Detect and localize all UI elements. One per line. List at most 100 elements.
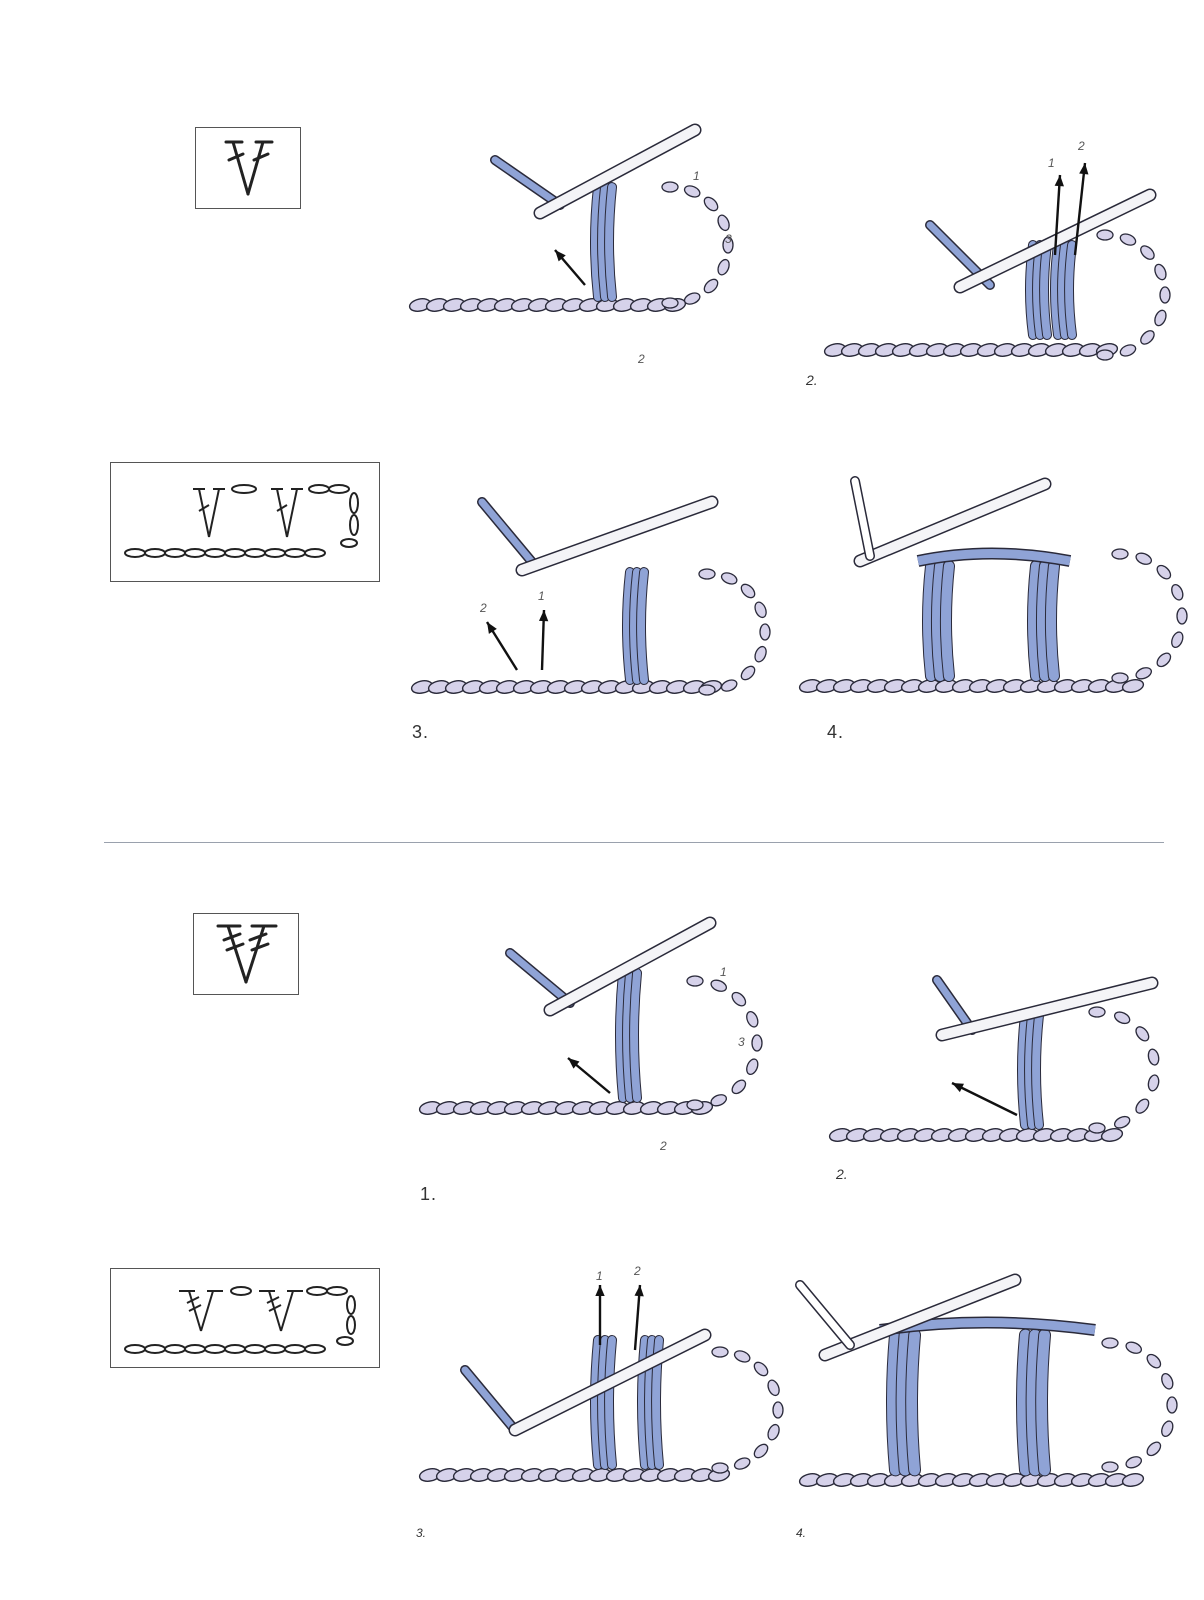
step-label: 3. <box>416 1526 427 1540</box>
chart-chain-mark <box>284 548 306 558</box>
working-yarn <box>490 155 565 210</box>
direction-arrow-icon <box>1053 174 1064 256</box>
chart-chain-mark <box>164 548 186 558</box>
illustration-step-4 <box>798 476 1188 706</box>
stitch-post <box>1016 1328 1051 1477</box>
stitch-post <box>590 182 617 302</box>
chain-base <box>410 680 723 694</box>
chart-chain-mark <box>264 1344 286 1354</box>
stitch-post <box>1017 1010 1044 1130</box>
crochet-hook <box>533 123 702 220</box>
stitch-post <box>922 559 955 683</box>
crochet-step-illustration <box>798 476 1188 693</box>
step-marker: 1 <box>538 589 545 603</box>
crochet-step-illustration <box>795 1273 1178 1487</box>
chain-base <box>823 343 1119 357</box>
crochet-step-illustration: 1 2 3 <box>418 916 763 1153</box>
crochet-hook <box>508 1328 712 1437</box>
working-yarn <box>932 975 977 1035</box>
step-marker: 3 <box>738 1035 745 1049</box>
turning-chain <box>686 975 763 1111</box>
direction-arrow-icon <box>485 621 519 671</box>
crochet-hook <box>543 916 717 1017</box>
chart-chain-mark <box>304 548 326 558</box>
section-divider <box>104 842 1164 843</box>
step-marker: 3 <box>725 232 732 246</box>
crochet-step-illustration: 12 <box>823 139 1171 361</box>
illustration-step-1: 1 2 3 <box>418 916 763 1158</box>
crochet-hook <box>935 976 1159 1042</box>
stitch-symbol-box <box>195 127 301 209</box>
pattern-row-chart-icon <box>124 484 359 558</box>
pattern-chart-box <box>110 462 380 582</box>
stitch-post <box>886 1328 921 1477</box>
crochet-hook <box>818 1273 1022 1362</box>
chart-chain-mark <box>244 548 266 558</box>
working-yarn <box>796 1281 854 1349</box>
stitch-symbol-box <box>193 913 299 995</box>
step-label: 3. <box>412 722 430 742</box>
step-marker: 1 <box>1048 156 1055 170</box>
chart-chain-mark <box>224 548 246 558</box>
stitch-post <box>615 968 642 1103</box>
chart-chain-mark <box>164 1344 186 1354</box>
direction-arrow-icon <box>951 1081 1018 1117</box>
treble-v-stitch-symbol-icon <box>216 924 278 984</box>
turning-chain <box>661 181 734 309</box>
chart-chain-mark <box>144 1344 166 1354</box>
chart-chain-mark <box>244 1344 266 1354</box>
illustration-step-4 <box>795 1273 1178 1497</box>
chart-chain-mark <box>224 1344 246 1354</box>
crochet-step-illustration <box>828 975 1160 1142</box>
step-marker: 2 <box>659 1139 667 1153</box>
chart-chain-mark <box>284 1344 306 1354</box>
step-marker: 2 <box>1077 139 1085 153</box>
chart-chain-mark <box>124 548 146 558</box>
step-marker: 1 <box>596 1269 603 1283</box>
step-marker: 2 <box>479 601 487 615</box>
turning-chain <box>698 568 771 696</box>
v-stitch-symbol-icon <box>224 140 274 196</box>
step-marker: 2 <box>637 352 645 366</box>
direction-arrow-icon <box>538 609 549 671</box>
step-label: 2. <box>836 1166 848 1182</box>
chart-chain-mark <box>204 548 226 558</box>
step-label: 1. <box>420 1184 438 1204</box>
stitch-post <box>590 1335 617 1470</box>
turning-chain <box>1096 229 1171 361</box>
chart-chain-mark <box>144 548 166 558</box>
chain-base <box>408 298 687 312</box>
turning-chain <box>711 1346 784 1474</box>
crochet-hook <box>515 495 719 577</box>
stitch-top <box>917 549 1071 566</box>
chart-chain-mark <box>184 548 206 558</box>
turning-chain <box>1101 1337 1178 1473</box>
chart-chain-mark <box>204 1344 226 1354</box>
chain-base <box>418 1468 731 1482</box>
direction-arrow-icon <box>1073 162 1089 256</box>
crochet-step-illustration: 21 <box>410 495 771 696</box>
illustration-step-1: 1 2 3 <box>408 123 740 366</box>
crochet-step-illustration: 1 2 3 <box>408 123 734 366</box>
working-yarn <box>477 497 537 567</box>
turning-chain <box>1088 1006 1160 1134</box>
stitch-post <box>622 567 649 685</box>
pattern-chart-box <box>110 1268 380 1368</box>
chart-chain-mark <box>264 548 286 558</box>
chain-base <box>828 1128 1124 1142</box>
crochet-hook <box>853 477 1052 568</box>
chain-base <box>798 1473 1145 1487</box>
step-marker: 1 <box>720 965 727 979</box>
chart-chain-mark <box>124 1344 146 1354</box>
step-marker: 2 <box>633 1264 641 1278</box>
step-label: 2. <box>806 372 818 388</box>
step-label: 4. <box>827 722 845 742</box>
chart-chain-mark <box>184 1344 206 1354</box>
step-marker: 1 <box>693 169 700 183</box>
pattern-row-chart-icon <box>124 1286 356 1354</box>
chain-base <box>798 679 1145 693</box>
